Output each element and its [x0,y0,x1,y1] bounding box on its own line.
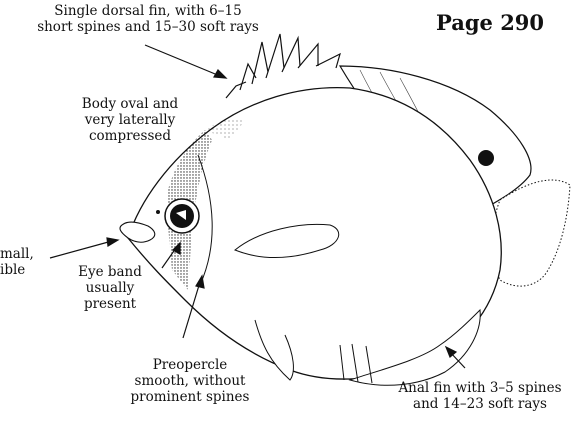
body-shape-label: Body oval and very laterally compressed [60,96,200,144]
mouth-label: mall, ible [0,246,34,278]
eye-spot [478,150,494,166]
dorsal-fin-label: Single dorsal fin, with 6–15 short spine… [18,3,278,35]
anal-fin-label: Anal fin with 3–5 spines and 14–23 soft … [380,380,580,412]
eye-band-label: Eye band usually present [60,264,160,312]
preopercle-label: Preopercle smooth, without prominent spi… [120,357,260,405]
page-number: Page 290 [436,10,544,35]
